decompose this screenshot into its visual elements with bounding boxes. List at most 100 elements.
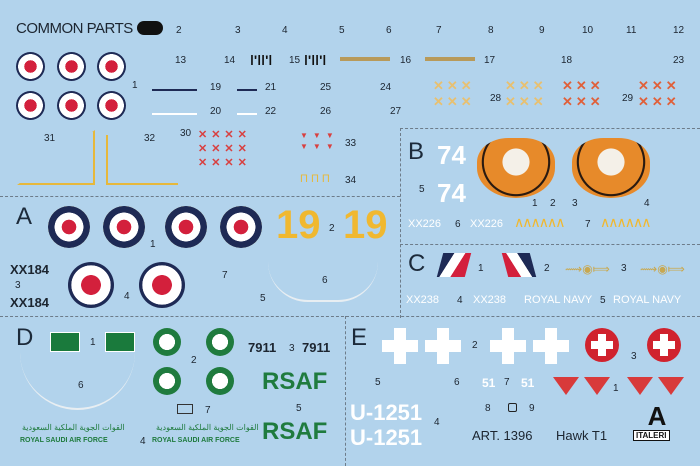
raf-roundel-yellow	[220, 206, 262, 248]
cross-decals: ✕✕✕✕✕✕✕✕✕✕✕✕	[198, 129, 251, 169]
swiss-cross-decal	[533, 328, 569, 364]
force-name-decal: ROYAL SAUDI AIR FORCE	[152, 437, 240, 444]
decal-number: 26	[320, 106, 332, 117]
raf-roundel	[57, 91, 86, 120]
serial-decal: XX238	[473, 294, 507, 306]
serial-decal: XX226	[408, 218, 442, 230]
decal-number: 1	[532, 198, 538, 209]
decal-number: 4	[644, 198, 650, 209]
force-name-decal: ROYAL SAUDI AIR FORCE	[20, 437, 108, 444]
raf-roundel	[97, 91, 126, 120]
common-parts-title: COMMON PARTS	[16, 20, 133, 37]
decal-number: 2	[191, 355, 197, 366]
cross-decals: ✕✕✕✕✕✕	[562, 78, 604, 109]
fin-flash-decal	[436, 253, 472, 277]
saudi-roundel	[206, 328, 234, 356]
decal-number: 8	[485, 403, 491, 414]
stripe-decal	[237, 113, 257, 115]
decal-number: 7	[222, 270, 228, 281]
cross-decals: ✕✕✕✕✕✕	[505, 78, 547, 109]
model-name: Hawk T1	[556, 428, 608, 443]
decal-number: 3	[621, 263, 627, 274]
raf-roundel	[68, 262, 114, 308]
decal-number: 3	[572, 198, 578, 209]
decal-number: 13	[175, 55, 187, 66]
raf-roundel	[16, 91, 45, 120]
decal-number: 24	[380, 82, 392, 93]
decal-number: 7	[436, 25, 442, 36]
decal-number: 18	[561, 55, 573, 66]
decal-number: 32	[144, 133, 156, 144]
code-decal: 19	[276, 203, 321, 247]
stripe-decal	[425, 57, 475, 61]
decal-number: 2	[472, 340, 478, 351]
section-letter: B	[408, 138, 425, 165]
decal-number: 21	[265, 82, 277, 93]
section-letter: A	[16, 203, 33, 230]
decal-number: 31	[44, 133, 56, 144]
decal-number: 28	[490, 93, 502, 104]
raf-roundel-yellow	[165, 206, 207, 248]
zigzag-decal: ∧∧∧∧∧∧	[600, 214, 652, 230]
serial-decal: U-1251	[350, 400, 423, 425]
decal-number: 14	[224, 55, 236, 66]
section-letter: C	[408, 250, 426, 277]
decal-number: 20	[210, 106, 222, 117]
swiss-cross-decal	[490, 328, 526, 364]
saudi-roundel	[206, 367, 234, 395]
raf-roundel-yellow	[103, 206, 145, 248]
stencil-decal: ǀ'ǀǀ'ǀ	[250, 52, 273, 68]
decal-number: 4	[140, 436, 146, 447]
serial-decal: XX226	[470, 218, 504, 230]
section-letter: E	[351, 324, 368, 351]
decal-number: 4	[124, 291, 130, 302]
swiss-cross-decal	[425, 328, 461, 364]
arc-decal	[268, 262, 378, 302]
code-decal: 51	[482, 376, 496, 390]
decal-number: 27	[390, 106, 402, 117]
decal-black-oval	[137, 21, 163, 35]
serial-decal: XX184	[10, 262, 50, 277]
raf-roundel	[139, 262, 185, 308]
decal-number: 1	[132, 80, 138, 91]
raf-roundel	[57, 52, 86, 81]
decal-number: 3	[631, 351, 637, 362]
decal-number: 9	[529, 403, 535, 414]
stencil-box-decal	[177, 404, 193, 414]
triangle-outline-decal	[106, 135, 178, 185]
rsaf-decal: RSAF	[262, 418, 328, 445]
cross-decals: ✕✕✕✕✕✕	[638, 78, 680, 109]
decal-number: 4	[282, 25, 288, 36]
divider	[400, 244, 700, 245]
royal-navy-decal: ROYAL NAVY	[524, 294, 593, 306]
section-letter: D	[16, 324, 34, 351]
decal-number: 15	[289, 55, 301, 66]
cross-decals: ✕✕✕✕✕✕	[433, 78, 475, 109]
decal-number: 5	[339, 25, 345, 36]
code-decal: 7911	[248, 340, 277, 355]
triangle-decals: ▼▼▼▼▼▼	[300, 131, 339, 151]
decal-number: 4	[457, 295, 463, 306]
decal-number: 8	[488, 25, 494, 36]
decal-number: 12	[673, 25, 685, 36]
swiss-cross-decal	[382, 328, 418, 364]
decal-number: 1	[613, 383, 619, 394]
stripe-decal	[152, 89, 197, 91]
triangle-outline-decal	[17, 130, 95, 185]
stencil-decal: ǀ'ǀǀ'ǀ	[304, 52, 327, 68]
decal-number: 7	[504, 377, 510, 388]
decal-number: 16	[400, 55, 412, 66]
raf-roundel	[97, 52, 126, 81]
decal-number: 1	[90, 337, 96, 348]
stripe-decal	[237, 89, 257, 91]
swiss-roundel	[585, 328, 619, 362]
decal-number: 7	[205, 405, 211, 416]
decal-number: 11	[626, 25, 637, 36]
triangle-warning-decal	[658, 377, 684, 395]
decal-number: 25	[320, 82, 332, 93]
decal-number: 5	[260, 293, 266, 304]
saudi-roundel	[153, 328, 181, 356]
code-decal: 51	[521, 376, 535, 390]
saudi-flag-decal	[50, 332, 80, 352]
